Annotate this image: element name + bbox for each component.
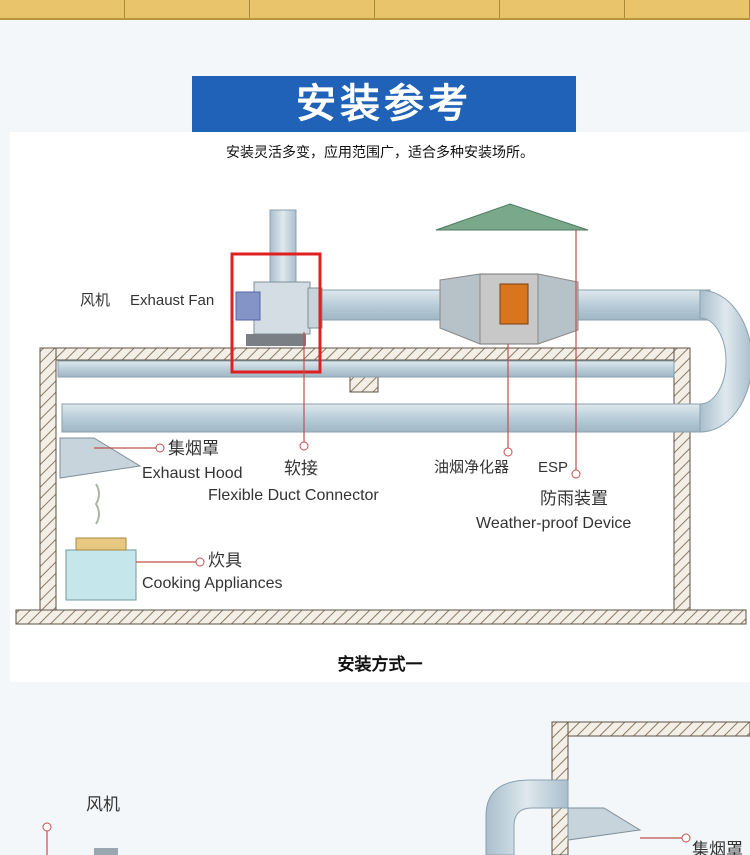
- duct-bend-2: [485, 779, 569, 855]
- label-flex-en: Flexible Duct Connector: [208, 487, 379, 504]
- diagram-2-svg: 集烟罩 风机: [42, 721, 750, 855]
- nav-cell[interactable]: [500, 0, 625, 18]
- label-rain-en: Weather-proof Device: [476, 515, 631, 532]
- flex-leader-dot: [299, 441, 309, 451]
- installation-diagram-1: 安装灵活多变，应用范围广，适合多种安装场所。: [10, 132, 750, 682]
- label-hood-cn-2: 集烟罩: [692, 840, 743, 855]
- exhaust-fan: [235, 209, 323, 346]
- label-fan-en: Exhaust Fan: [130, 292, 214, 309]
- nav-cell[interactable]: [0, 0, 125, 18]
- label-rain-cn: 防雨装置: [540, 489, 608, 508]
- label-hood-cn: 集烟罩: [168, 439, 219, 458]
- diagram-1-svg: 风机 Exhaust Fan 集烟罩 Exhaust Hood 软接 Flexi…: [15, 203, 750, 625]
- hood-leader-dot-2: [681, 833, 691, 843]
- exhaust-hood: [59, 437, 165, 479]
- label-fan-cn-2: 风机: [86, 795, 120, 814]
- esp-unit: [439, 273, 579, 345]
- ceiling-duct: [57, 360, 675, 378]
- label-esp-en: ESP: [538, 459, 568, 476]
- weather-cap: [435, 203, 589, 479]
- nav-cell[interactable]: [375, 0, 500, 18]
- intro-text: 安装灵活多变，应用范围广，适合多种安装场所。: [226, 145, 534, 161]
- label-flex-cn: 软接: [284, 459, 318, 478]
- nav-cell[interactable]: [625, 0, 750, 18]
- section-banner: 安装参考: [192, 76, 576, 132]
- label-hood-en: Exhaust Hood: [142, 465, 243, 482]
- cooking-appliance: [65, 483, 205, 601]
- main-duct: [61, 403, 703, 433]
- exhaust-hood-2: [567, 807, 642, 841]
- label-cook-cn: 炊具: [208, 551, 242, 570]
- fan-stack-2: [94, 848, 118, 855]
- highlight-box: [230, 252, 322, 374]
- u-bend-duct: [699, 289, 750, 433]
- nav-cell[interactable]: [250, 0, 375, 18]
- diagram-1-caption: 安装方式一: [337, 655, 423, 675]
- esp-leader-dot: [503, 447, 513, 457]
- installation-diagram-2: 集烟罩 风机: [0, 690, 750, 855]
- nav-cell[interactable]: [125, 0, 250, 18]
- label-cook-en: Cooking Appliances: [142, 575, 283, 592]
- label-esp-cn: 油烟净化器: [434, 459, 509, 476]
- top-nav-strip: [0, 0, 750, 20]
- label-fan-cn: 风机: [80, 292, 110, 309]
- fan-leader-dot-2: [42, 822, 52, 832]
